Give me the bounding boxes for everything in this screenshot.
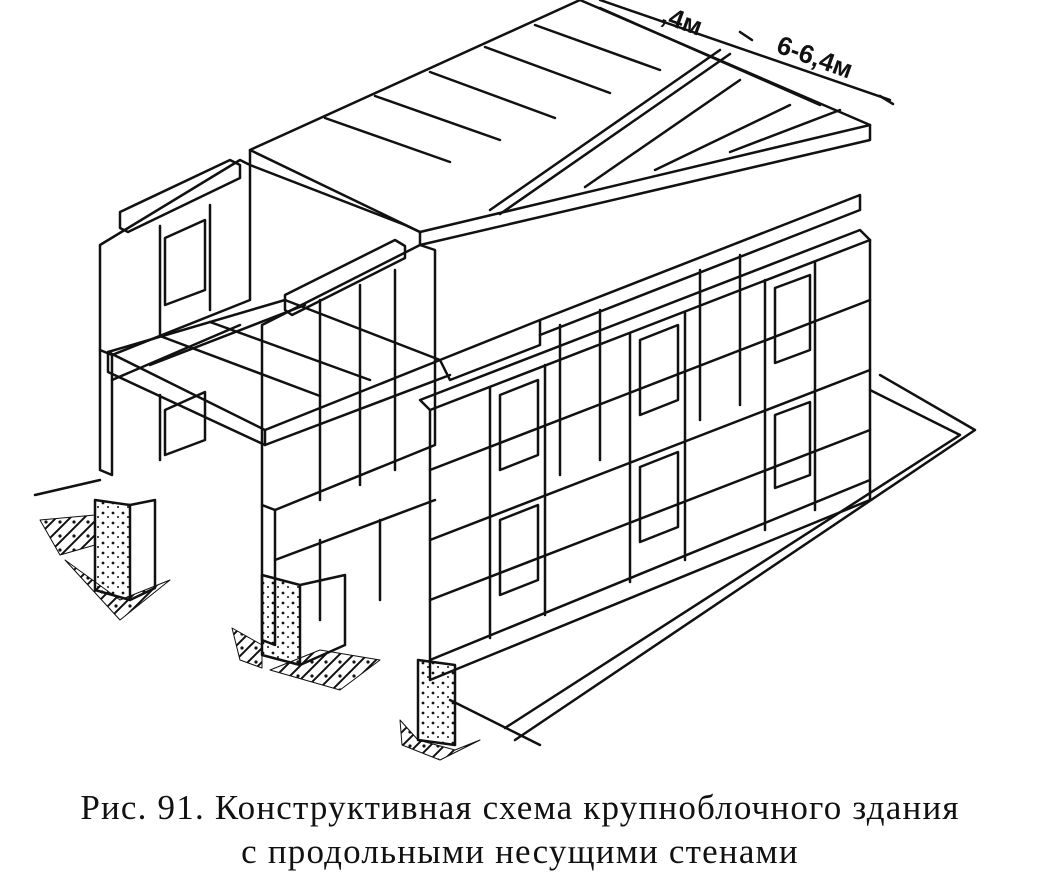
back-bearing-wall — [438, 193, 862, 477]
figure-caption: Рис. 91. Конструктивная схема крупноблоч… — [0, 786, 1040, 874]
foundation-right — [399, 658, 481, 761]
building-diagram: ,4м 6-6,4м — [33, 0, 977, 761]
roof-slab — [248, 0, 872, 247]
caption-line-1: Рис. 91. Конструктивная схема крупноблоч… — [80, 788, 960, 827]
window-upper-1 — [498, 378, 540, 472]
front-bearing-wall — [418, 228, 872, 682]
dimension-label-span: 6-6,4м — [773, 29, 857, 84]
back-end-wall — [98, 158, 252, 477]
window-upper-3 — [773, 273, 812, 365]
interior-bearing-wall — [260, 238, 437, 647]
dimension-line — [598, 0, 895, 106]
ground-plane — [33, 373, 977, 747]
foundation-middle — [231, 573, 381, 691]
window-upper-2 — [638, 323, 680, 417]
caption-line-2: с продольными несущими стенами — [241, 832, 799, 871]
foundation-left — [39, 498, 171, 621]
